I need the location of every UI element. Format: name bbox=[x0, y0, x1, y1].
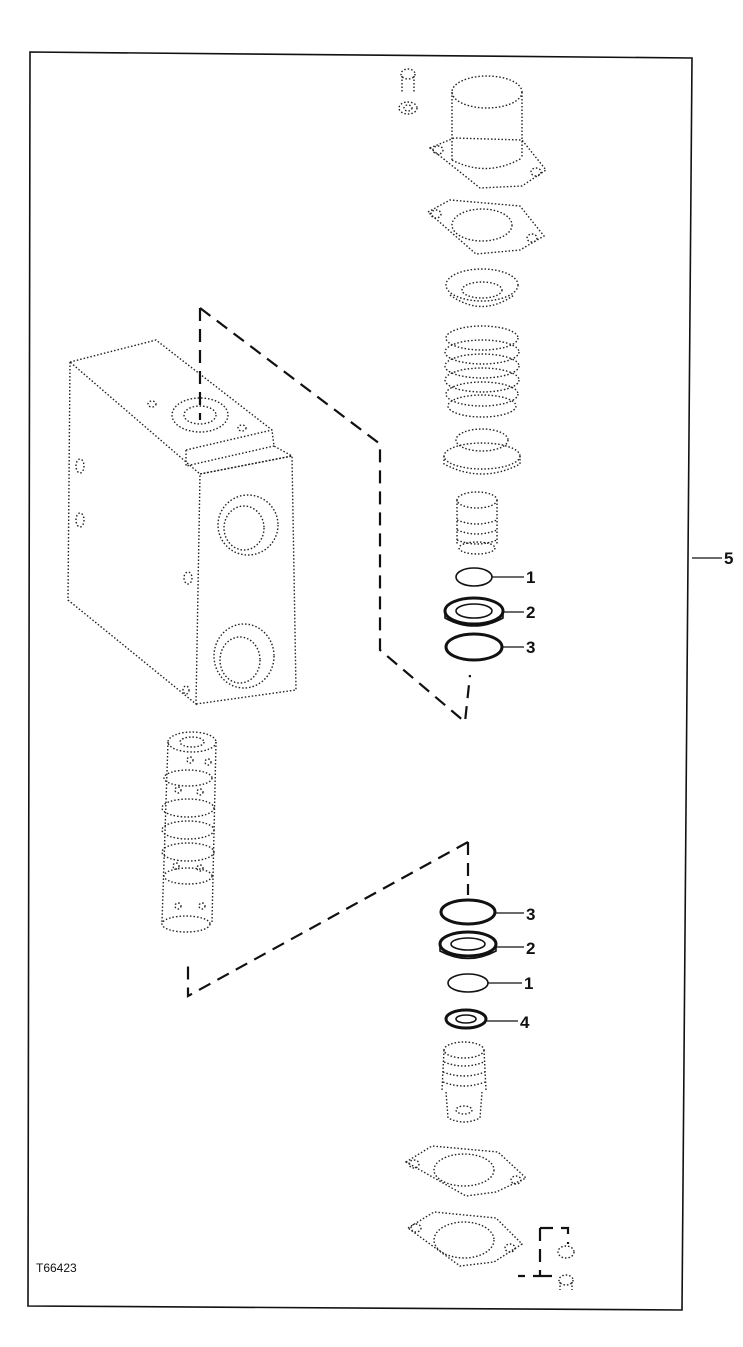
callout-5: 5 bbox=[724, 549, 733, 568]
lower-cover-plate bbox=[406, 1211, 524, 1267]
upper-oring-large: 3 bbox=[444, 632, 535, 662]
top-screw bbox=[398, 68, 418, 115]
figure-code: T66423 bbox=[36, 1261, 77, 1275]
valve-body bbox=[67, 339, 297, 706]
lower-seal: 4 bbox=[444, 1008, 530, 1032]
lower-oring-large: 3 bbox=[439, 898, 535, 926]
callout-4: 4 bbox=[520, 1013, 530, 1032]
spring bbox=[444, 325, 520, 418]
solenoid-coil bbox=[428, 75, 548, 189]
screw-bracket bbox=[518, 1226, 570, 1278]
lower-assembly-dashed-line bbox=[186, 841, 470, 998]
callout-2-lower: 2 bbox=[526, 939, 535, 958]
top-gasket bbox=[426, 199, 546, 255]
lower-backup-ring: 2 bbox=[438, 930, 535, 960]
lower-gasket bbox=[404, 1145, 528, 1197]
plunger-top bbox=[456, 491, 498, 555]
callout-1-upper: 1 bbox=[526, 568, 535, 587]
spring-seat-bottom bbox=[443, 428, 521, 475]
plunger-bottom bbox=[441, 1041, 487, 1123]
spring-seat-top bbox=[445, 268, 519, 308]
bottom-screw bbox=[557, 1245, 575, 1290]
upper-assembly-dashed-line bbox=[198, 307, 472, 725]
callout-3-lower: 3 bbox=[526, 905, 535, 924]
lower-oring-small: 1 bbox=[447, 973, 533, 993]
upper-backup-ring: 2 bbox=[443, 596, 535, 627]
callout-3-upper: 3 bbox=[526, 638, 535, 657]
spool bbox=[161, 731, 217, 933]
callout-2-upper: 2 bbox=[526, 603, 535, 622]
diagram-border bbox=[27, 51, 693, 1311]
upper-oring-small: 1 bbox=[455, 567, 535, 587]
callout-1-lower: 1 bbox=[524, 974, 533, 993]
